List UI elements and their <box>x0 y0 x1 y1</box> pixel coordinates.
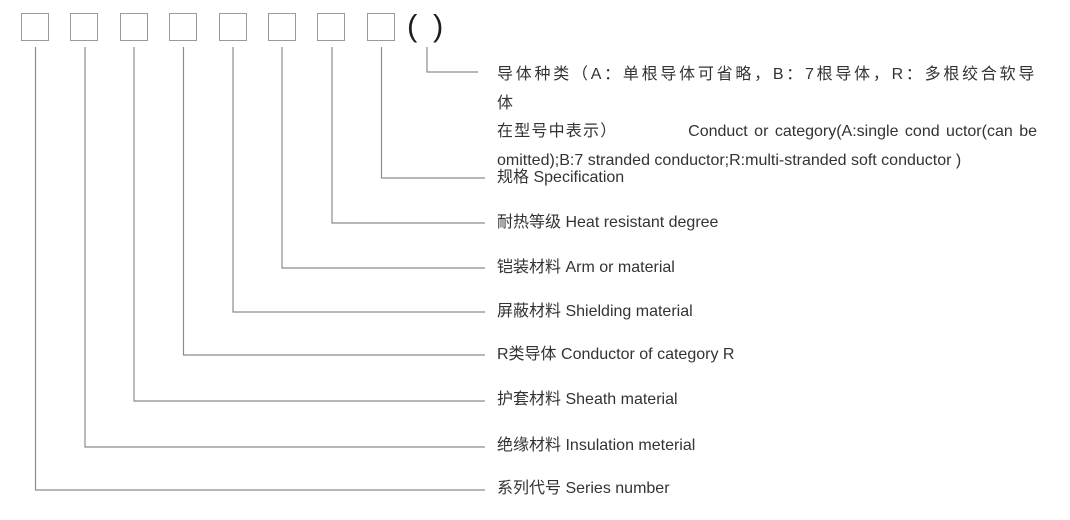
connector-conductor-category <box>426 47 478 73</box>
label-conductor-category-r: R类导体 Conductor of category R <box>497 346 735 363</box>
connector-armor-material <box>281 47 485 269</box>
code-box-1 <box>21 13 49 41</box>
note-line-2-zh: 在型号中表示） <box>497 123 618 140</box>
label-series-number: 系列代号 Series number <box>497 480 670 497</box>
conductor-category-note: 导体种类（A：单根导体可省略，B：7根导体，R：多根绞合软导体 在型号中表示） … <box>497 61 1037 175</box>
paren-close: ) <box>433 8 444 43</box>
paren-open: ( <box>407 8 418 43</box>
note-line-3: omitted);B:7 stranded conductor;R:multi-… <box>497 151 962 169</box>
label-armor-material: 铠装材料 Arm or material <box>497 259 675 276</box>
code-box-5 <box>219 13 247 41</box>
label-heat-resistant-degree: 耐热等级 Heat resistant degree <box>497 214 719 231</box>
connector-specification <box>380 47 485 179</box>
note-line-2: 在型号中表示） Conduct or category(A:single con… <box>497 118 1037 147</box>
connector-conductor-category-r <box>182 47 485 356</box>
label-sheath-material: 护套材料 Sheath material <box>497 391 678 408</box>
code-box-2 <box>70 13 98 41</box>
code-box-3 <box>120 13 148 41</box>
note-line-1: 导体种类（A：单根导体可省略，B：7根导体，R：多根绞合软导体 <box>497 66 1037 112</box>
connector-shielding-material <box>232 47 485 313</box>
code-box-6 <box>268 13 296 41</box>
connector-sheath-material <box>133 47 485 402</box>
code-box-7 <box>317 13 345 41</box>
label-specification: 规格 Specification <box>497 169 625 186</box>
connector-series-number <box>34 47 485 491</box>
note-line-2-en: Conduct or category(A:single cond uctor(… <box>688 123 1037 140</box>
connector-insulation-material <box>84 47 485 448</box>
code-box-4 <box>169 13 197 41</box>
label-shielding-material: 屏蔽材料 Shielding material <box>497 303 693 320</box>
connector-heat-resistant-degree <box>331 47 485 224</box>
code-box-8 <box>367 13 395 41</box>
label-insulation-material: 绝缘材料 Insulation meterial <box>497 437 696 454</box>
